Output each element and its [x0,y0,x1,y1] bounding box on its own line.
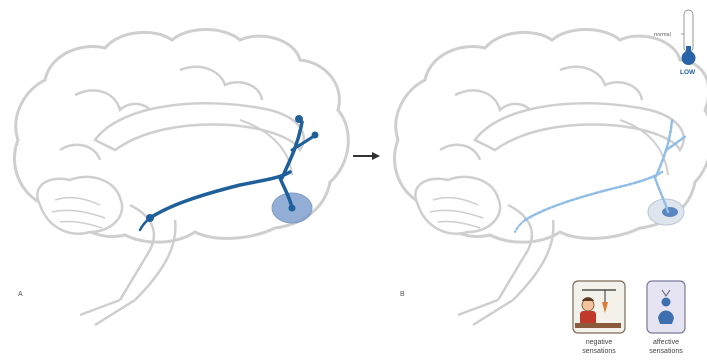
panel-b-label: B [400,291,405,298]
pathway-left-terminal-top [295,115,303,123]
brain-left: A [14,29,348,325]
thermometer-tube [684,10,693,52]
pathway-left-terminal-side [312,132,319,139]
thermometer-normal-label: normal [654,32,671,38]
thermometer-bulb [682,52,695,65]
brain-right-spinal-cord [458,300,513,325]
pathway-left-terminal-nucleus [289,205,296,212]
thermometer-level-label: LOW [680,69,696,76]
negative-sensations-label-2: sensations [582,348,616,355]
transition-arrow [353,152,380,160]
panel-a-label: A [18,291,23,298]
affective-sensations-icon-group: affective sensations [647,281,685,355]
negative-sensations-icon-group: negative sensations [573,281,625,355]
brain-left-cerebellum [37,177,122,234]
negative-sensations-label-1: negative [586,339,613,346]
affective-sensations-icon [647,281,685,333]
brain-right-cerebellum [415,177,500,234]
affective-sensations-label-2: sensations [649,348,683,355]
brain-right-nucleus-core [662,207,678,217]
brain-left-spinal-cord [80,300,135,325]
affective-sensations-label-1: affective [653,339,679,346]
